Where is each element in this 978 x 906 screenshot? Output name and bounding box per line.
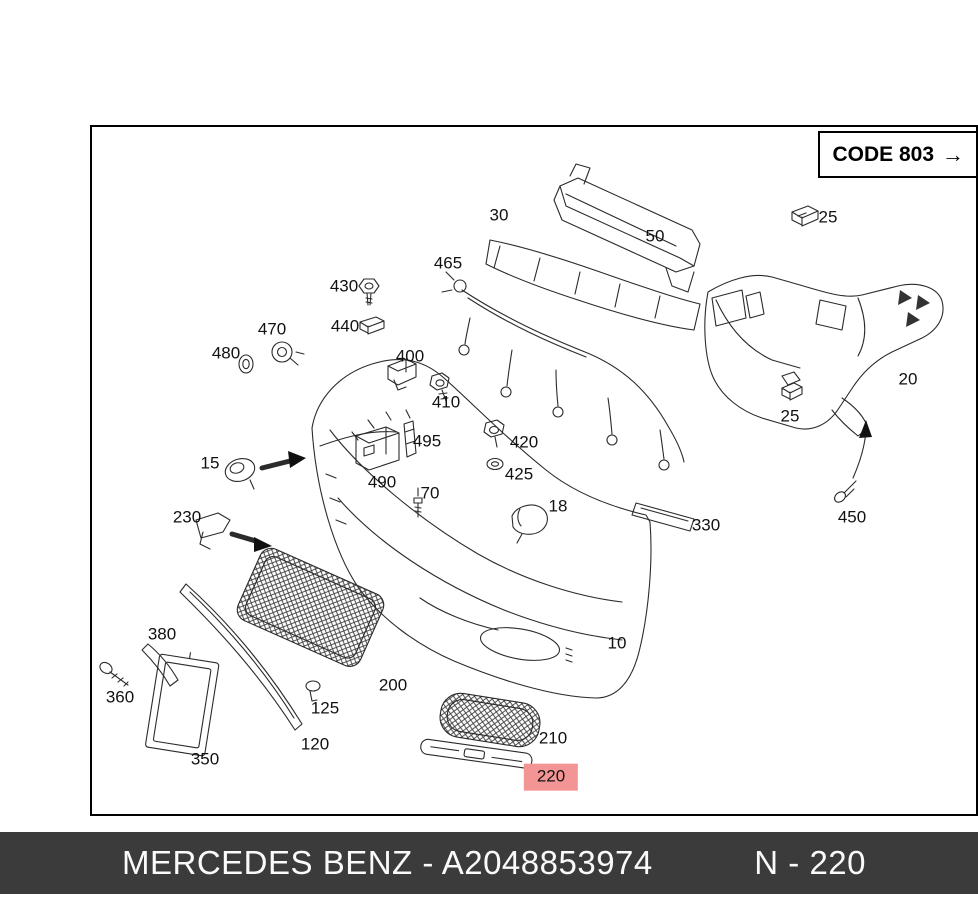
part-label-410[interactable]: 410 [431,392,461,412]
strip-330-art [631,502,695,532]
clip-125-art [305,680,321,702]
arrow-right-icon: → [942,141,964,167]
part-label-465[interactable]: 465 [433,253,463,273]
part-label-360[interactable]: 360 [105,687,135,707]
part-label-220[interactable]: 220 [523,763,579,791]
footer-brand-part-number: MERCEDES BENZ - A2048853974 [122,844,653,881]
washer-425-art [486,457,504,471]
part-label-18[interactable]: 18 [548,496,568,516]
part-label-350[interactable]: 350 [190,749,220,769]
bolt-410-art [429,372,450,402]
trim-120-art [179,583,303,731]
part-label-25[interactable]: 25 [818,207,838,227]
license-plate-art [145,652,220,757]
part-label-450[interactable]: 450 [837,507,867,527]
part-label-480[interactable]: 480 [211,343,241,363]
side-carrier-art [704,274,944,437]
diagram-frame: CODE 803 → [90,125,978,816]
screw-450-art [834,420,872,503]
part-label-495[interactable]: 495 [412,431,442,451]
lower-grille-art [236,547,385,667]
bolt-420-art [483,419,505,448]
bracket-230-art [195,512,272,552]
part-label-210[interactable]: 210 [538,728,568,748]
wiring-harness-art [441,271,685,471]
bracket-495-art [403,420,417,458]
footer-bar: MERCEDES BENZ - A2048853974 N - 220 [0,832,978,894]
strip-380-art [141,643,179,687]
code-badge-label: CODE 803 [832,142,934,166]
cover-18-art [511,504,548,544]
footer-reference: N - 220 [754,844,866,881]
screw-70-art [413,487,423,518]
part-label-25[interactable]: 25 [780,406,800,426]
part-label-230[interactable]: 230 [172,507,202,527]
part-label-125[interactable]: 125 [310,698,340,718]
part-label-470[interactable]: 470 [257,319,287,339]
part-label-430[interactable]: 430 [329,276,359,296]
part-label-10[interactable]: 10 [607,633,627,653]
part-label-50[interactable]: 50 [645,226,665,246]
part-label-200[interactable]: 200 [378,675,408,695]
fog-grille-art [439,692,541,748]
part-label-20[interactable]: 20 [898,369,918,389]
part-label-400[interactable]: 400 [395,346,425,366]
clip-25-top-art [791,205,819,227]
bumper-cover-art [311,359,652,699]
crash-member-art [553,163,701,293]
part-label-420[interactable]: 420 [509,432,539,452]
part-label-425[interactable]: 425 [504,464,534,484]
bolt-430-art [358,278,380,306]
clip-25-mid-art [781,382,803,401]
sensor-470-art [271,341,305,366]
clip-440-art [359,316,385,335]
part-label-70[interactable]: 70 [420,483,440,503]
part-label-30[interactable]: 30 [489,205,509,225]
trim-220-art [420,738,533,769]
part-label-440[interactable]: 440 [330,316,360,336]
part-label-330[interactable]: 330 [691,515,721,535]
part-label-380[interactable]: 380 [147,624,177,644]
tow-cover-15-art [224,451,306,490]
part-label-15[interactable]: 15 [200,453,220,473]
ring-480-art [238,354,254,374]
impact-absorber-art [485,239,701,331]
part-label-120[interactable]: 120 [300,734,330,754]
part-label-490[interactable]: 490 [367,472,397,492]
screw-360-art [99,661,129,687]
bracket-400-art [387,358,417,391]
code-badge: CODE 803 → [818,131,978,178]
